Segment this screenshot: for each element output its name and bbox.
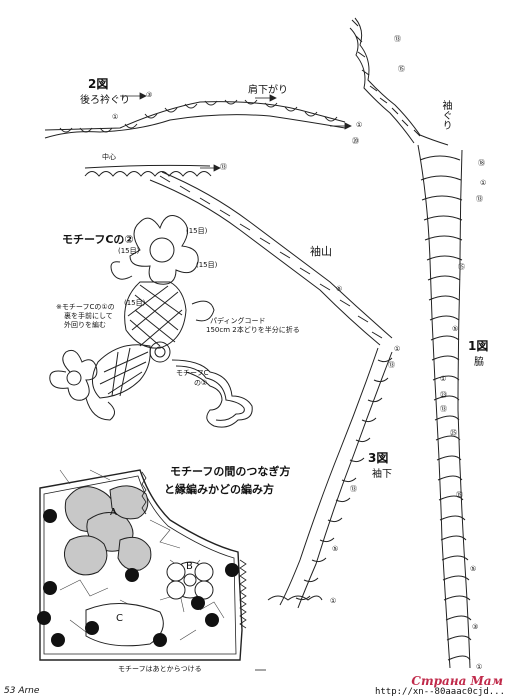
padding-cord-note: 150cm 2本どりを半分に折る — [206, 326, 300, 334]
back-neck-chain — [44, 99, 346, 139]
marker-23: ㉓ — [440, 391, 447, 399]
connect-title-1: モチーフの間のつなぎ方 — [170, 465, 291, 478]
marker-1-bottom: ① — [476, 663, 483, 671]
marker-1-right: ① — [356, 121, 363, 129]
center-chain — [84, 164, 212, 177]
armhole-label: 袖ぐり — [440, 100, 451, 130]
site-logo: Страна Мам — [411, 674, 503, 688]
sleeve-cap-chain — [149, 171, 393, 346]
marker-1-side: ① — [480, 179, 487, 187]
motif-c1-suffix: の① — [194, 379, 208, 387]
marker-18: ⑱ — [478, 159, 485, 167]
motif-c2-label: モチーフCの② — [62, 233, 134, 246]
marker-15-side-b: ⑮ — [456, 491, 463, 499]
side-chain-fig1 — [417, 144, 472, 669]
connect-title-2: と縁編みかどの編み方 — [164, 483, 274, 496]
fig2-label: 2図 — [88, 77, 109, 91]
note-line-3: 外回りを編む — [64, 321, 106, 329]
marker-13-center: ⑬ — [220, 163, 227, 171]
sleeve-chain-top — [349, 17, 449, 146]
marker-13-cap: ⑬ — [388, 361, 395, 369]
round-count-2: (15目) — [186, 227, 208, 235]
fig3-label: 3図 — [368, 451, 389, 465]
note-line-2: 裏を手前にして — [64, 312, 113, 320]
marker-1-side-b: ① — [440, 375, 447, 383]
padding-cord-label: パディングコード — [210, 317, 266, 325]
marker-5-cap: ⑤ — [336, 285, 343, 293]
marker-1-fig2: ① — [112, 113, 119, 121]
marker-5-side-b: ⑤ — [470, 565, 477, 573]
shoulder-drop-label: 肩下がり — [248, 85, 288, 96]
marker-3-side: ③ — [472, 623, 479, 631]
marker-13-fig3: ⑬ — [350, 485, 357, 493]
motif-c-diagram — [49, 215, 253, 428]
motif-a-label: A — [110, 507, 117, 518]
marker-25: ㉕ — [450, 429, 457, 437]
source-url[interactable]: http://xn--80aaac0cjd... — [374, 687, 505, 697]
back-neck-label: 後ろ衿ぐり — [80, 95, 130, 106]
round-count-4: (15目) — [118, 247, 140, 255]
fig1-label: 1図 — [468, 339, 489, 353]
marker-1-cap: ① — [394, 345, 401, 353]
sleeve-under-chain — [267, 347, 393, 609]
round-count-1: (15目) — [124, 299, 146, 307]
marker-13-top: ⑬ — [394, 35, 401, 43]
round-count-3: (15目) — [196, 261, 218, 269]
motif-attach-note: モチーフはあとからつける — [118, 665, 202, 673]
sleeve-cap-label: 袖山 — [310, 245, 332, 258]
marker-13-side: ⑬ — [476, 195, 483, 203]
motif-c1-label: モチーフC — [176, 369, 209, 377]
side-label: 脇 — [474, 357, 484, 368]
connection-diagram — [37, 469, 247, 661]
marker-3-fig2: ③ — [146, 91, 153, 99]
marker-13-side-b: ⑬ — [440, 405, 447, 413]
direction-arrows — [120, 92, 352, 671]
sleeve-under-label: 袖下 — [372, 469, 392, 480]
marker-1-fig3: ① — [330, 597, 337, 605]
marker-20-right: ⑳ — [352, 137, 359, 145]
page-number: 53 Arne — [4, 686, 40, 696]
marker-15-side: ⑮ — [458, 263, 465, 271]
motif-c-label: C — [116, 613, 123, 624]
motif-b-label: B — [186, 561, 193, 572]
marker-5-fig3: ⑤ — [332, 545, 339, 553]
marker-15-top: ⑮ — [398, 65, 405, 73]
marker-5-side: ⑤ — [452, 325, 459, 333]
center-label: 中心 — [102, 153, 116, 161]
note-motif-c1: ※モチーフCの①の — [56, 303, 115, 311]
